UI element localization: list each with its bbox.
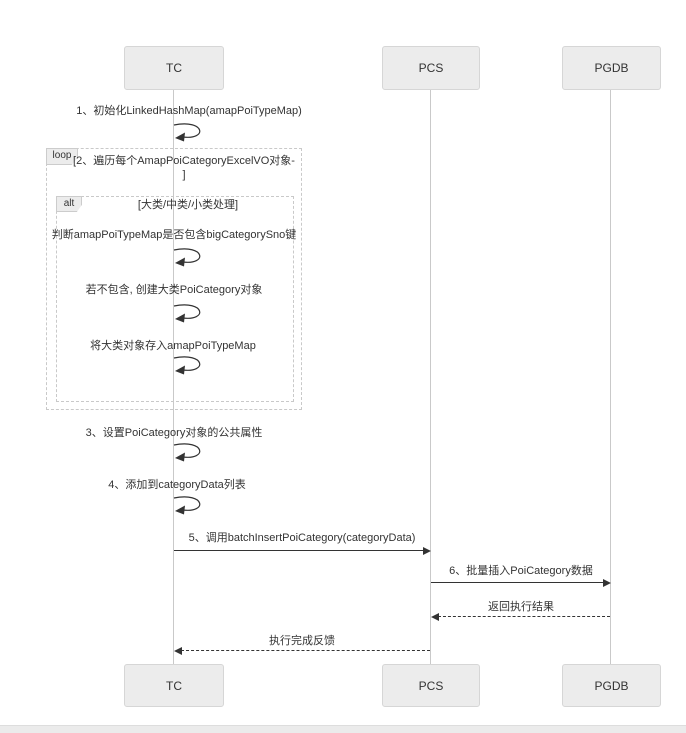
- self-message-arrow: [173, 123, 201, 142]
- message-label: 返回执行结果: [488, 601, 554, 613]
- arrowhead-icon: [423, 547, 431, 555]
- participant-pcs-bottom: PCS: [382, 664, 480, 707]
- message-label: 将大类对象存入amapPoiTypeMap: [90, 340, 256, 352]
- message-arrow-line: [174, 550, 424, 551]
- message-arrow-line: [431, 582, 604, 583]
- participant-tc-top: TC: [124, 46, 224, 90]
- arrowhead-icon: [603, 579, 611, 587]
- message-label: 4、添加到categoryData列表: [108, 479, 246, 491]
- self-message-arrow: [173, 496, 201, 515]
- return-arrow-line: [181, 650, 430, 651]
- lifeline-pcs: [430, 90, 431, 664]
- return-arrow-line: [438, 616, 610, 617]
- self-message-arrow: [173, 304, 201, 323]
- arrowhead-icon: [174, 647, 182, 655]
- loop-condition-line1: [2、遍历每个AmapPoiCategoryExcelVO对象-: [73, 155, 295, 167]
- alt-fragment: [56, 196, 294, 402]
- self-message-arrow: [173, 443, 201, 462]
- participant-pgdb-bottom: PGDB: [562, 664, 661, 707]
- message-label: 6、批量插入PoiCategory数据: [449, 565, 593, 577]
- bottom-bar: [0, 725, 686, 733]
- alt-fragment-label: alt: [56, 196, 82, 212]
- alt-fragment-condition: [大类/中类/小类处理]: [137, 199, 239, 211]
- message-label: 3、设置PoiCategory对象的公共属性: [85, 427, 263, 439]
- lifeline-tc: [173, 90, 174, 664]
- participant-tc-bottom: TC: [124, 664, 224, 707]
- loop-fragment-label: loop: [46, 148, 78, 165]
- lifeline-pgdb: [610, 90, 611, 664]
- participant-pgdb-top: PGDB: [562, 46, 661, 90]
- message-label: 5、调用batchInsertPoiCategory(categoryData): [188, 532, 416, 544]
- message-label: 判断amapPoiTypeMap是否包含bigCategorySno键: [51, 229, 297, 241]
- participant-pcs-top: PCS: [382, 46, 480, 90]
- self-message-arrow: [173, 356, 201, 375]
- arrowhead-icon: [431, 613, 439, 621]
- loop-fragment: [46, 148, 302, 410]
- loop-condition-line2: ]: [182, 169, 186, 181]
- self-message-arrow: [173, 248, 201, 267]
- message-label: 执行完成反馈: [269, 635, 335, 647]
- loop-fragment-condition: [2、遍历每个AmapPoiCategoryExcelVO对象- ]: [73, 154, 295, 182]
- message-label: 1、初始化LinkedHashMap(amapPoiTypeMap): [76, 105, 302, 117]
- message-label: 若不包含, 创建大类PoiCategory对象: [85, 284, 263, 296]
